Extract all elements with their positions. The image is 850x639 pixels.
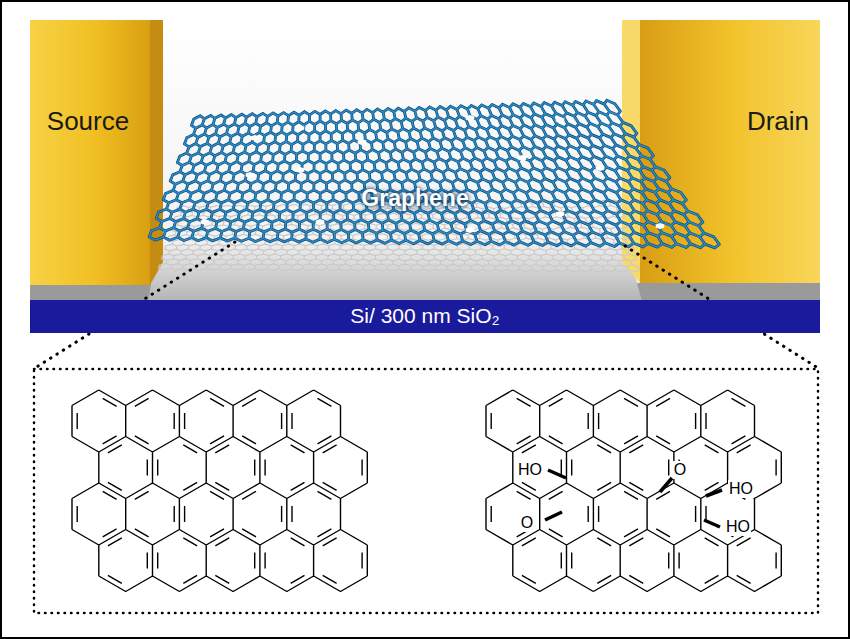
vacancy [316,219,325,225]
vacancy [556,211,565,217]
graphene-sheet: Graphene [355,182,475,215]
functional-group-label: O [673,461,687,479]
background [30,20,820,300]
source-electrode-front [30,20,150,285]
vacancy [466,227,475,233]
functional-group-label: HO [725,518,751,536]
vacancy [296,167,305,173]
wedge-bond [706,490,722,496]
wedge-bond [548,470,566,478]
zoom-box [34,369,818,613]
vacancy [201,219,210,225]
functional-group-label: HO [728,480,754,498]
node-label: Drain [747,107,809,137]
device-illustration [30,20,820,301]
graphene-lattice [149,100,719,248]
node-label: Graphene [361,185,468,211]
node-label: Source [47,107,129,137]
wedge-bond [545,512,562,520]
graphene-oxide-structure [486,390,781,592]
substrate-band: Si/ 300 nm SiO₂ [30,300,820,333]
vacancy [251,135,260,141]
vacancy [296,125,305,131]
graphene-lattice-shade [149,100,719,248]
vacancy [518,155,527,161]
functional-group-label: O [520,514,534,532]
drain-electrode-front [640,20,820,283]
source-electrode: Source [41,104,136,140]
vacancy [596,165,605,171]
drain-electrode: Drain [741,104,816,140]
vacancy [246,172,255,178]
lattice-vacancies [201,115,665,233]
wedge-bonds [545,470,722,527]
functional-group-label: HO [517,461,543,479]
source-electrode-side [150,20,163,285]
pristine-graphene-structure [72,390,367,592]
wedge-bond [704,520,720,527]
vacancy [466,115,475,121]
vacancy [358,139,367,145]
vacancy [656,223,665,229]
node-label: Si/ 300 nm SiO₂ [350,304,499,328]
wedge-bond [660,478,672,492]
vacancy [556,117,565,123]
